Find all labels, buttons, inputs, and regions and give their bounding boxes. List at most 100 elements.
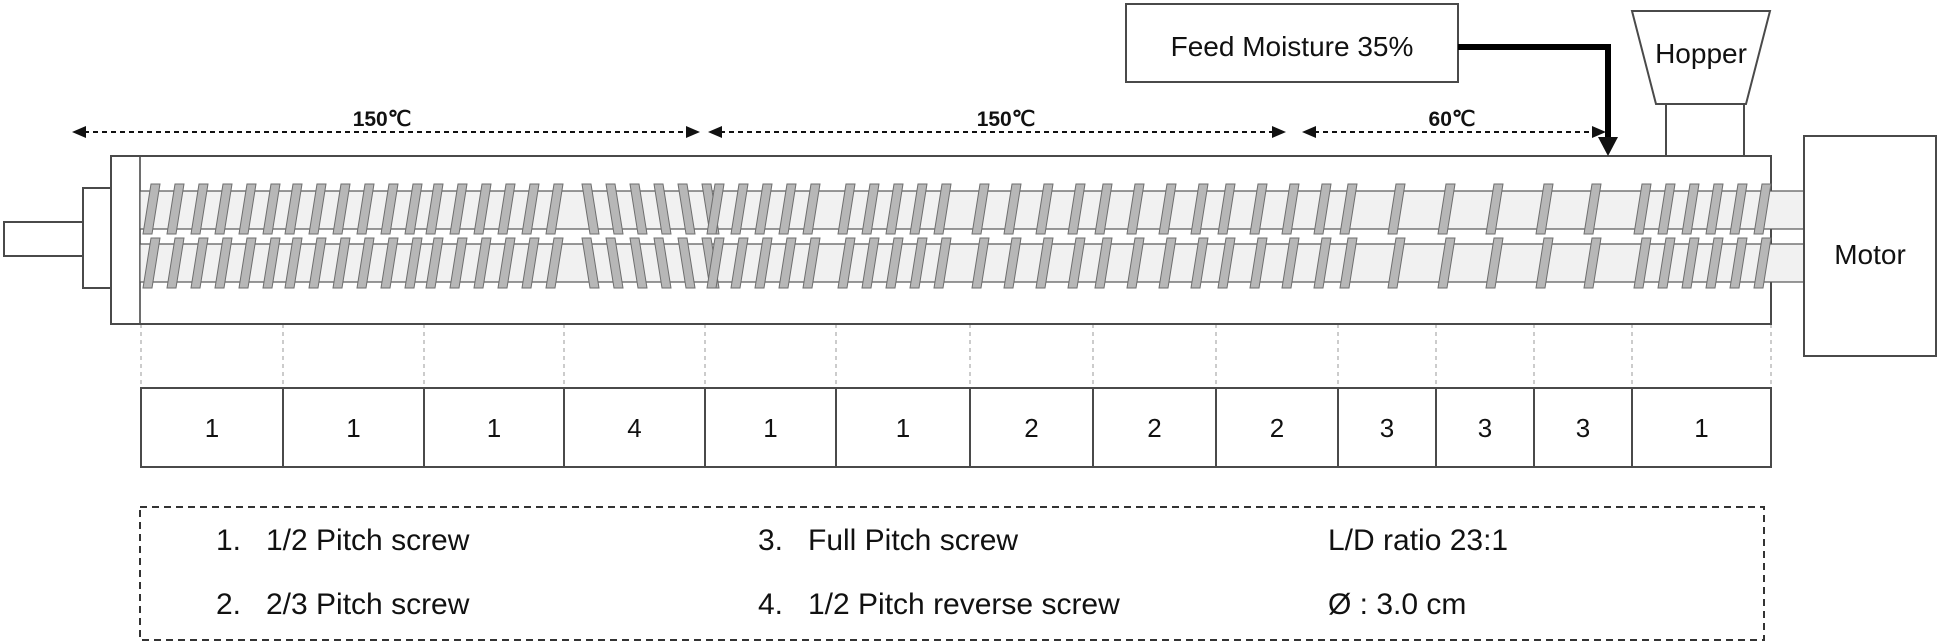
screw-flight (581, 237, 600, 289)
screw-flight (837, 237, 856, 289)
screw-flight (1339, 237, 1358, 289)
screw-flight (861, 183, 880, 235)
screw-flight (449, 237, 468, 289)
screw-flight (885, 183, 904, 235)
screw-flight (1485, 237, 1504, 289)
screw-flight (1126, 183, 1145, 235)
screw-flight (1281, 237, 1300, 289)
segment-7-type: 2 (1024, 413, 1038, 443)
zone-2-arrow-right (1272, 126, 1286, 138)
screw-flight (971, 237, 990, 289)
segment-6-type: 1 (896, 413, 910, 443)
screw-flight (190, 183, 209, 235)
screw-flight (1753, 237, 1772, 289)
screw-flight (754, 183, 773, 235)
screw-flight (629, 183, 648, 235)
screw-flight (238, 237, 257, 289)
screw-flight (190, 237, 209, 289)
screw-flight (730, 183, 749, 235)
segment-9-type: 2 (1270, 413, 1284, 443)
screw-flight (166, 237, 185, 289)
screw-flight (605, 237, 624, 289)
hopper-neck (1665, 103, 1745, 157)
screw-flight (166, 183, 185, 235)
screw-flight (1249, 183, 1268, 235)
screw-flight (1657, 237, 1676, 289)
screw-flight (1281, 183, 1300, 235)
screw-flight (545, 237, 564, 289)
screw-flight (473, 237, 492, 289)
legend-item-1-number: 1. (216, 524, 241, 557)
screw-flight (1339, 183, 1358, 235)
legend-item-4-text: 1/2 Pitch reverse screw (808, 588, 1120, 621)
screw-flight (909, 237, 928, 289)
screw-flight (449, 183, 468, 235)
screw-flight (497, 237, 516, 289)
screw-flight (706, 183, 725, 235)
legend: 1. 1/2 Pitch screw 2. 2/3 Pitch screw 3.… (216, 524, 1508, 621)
screw-flight (1705, 237, 1724, 289)
zone-1-temperature: 150℃ (353, 108, 412, 131)
screw-flight (214, 237, 233, 289)
screw-flight (861, 237, 880, 289)
screw-flight (653, 237, 672, 289)
segment-10-type: 3 (1380, 413, 1394, 443)
segment-11-type: 3 (1478, 413, 1492, 443)
screw-flight (933, 183, 952, 235)
feed-moisture-box (1125, 3, 1459, 83)
zone-2-temperature: 150℃ (977, 108, 1036, 131)
screw-flight (1217, 183, 1236, 235)
screw-flight (262, 237, 281, 289)
screw-flight (1003, 237, 1022, 289)
screw-flight (1583, 183, 1602, 235)
screw-flight (1313, 237, 1332, 289)
screw-flight (284, 183, 303, 235)
screw-flight (238, 183, 257, 235)
screw-flight (754, 237, 773, 289)
screw-flight (404, 237, 423, 289)
zone-3-arrow-left (1302, 126, 1316, 138)
screw-flight (262, 183, 281, 235)
barrel (110, 155, 1772, 325)
zone-2: 150℃ (708, 108, 1286, 138)
legend-ld-ratio: L/D ratio 23:1 (1328, 524, 1508, 557)
screw-flight (308, 237, 327, 289)
screw-flight (1035, 237, 1054, 289)
screw-flight (1387, 237, 1406, 289)
screw-flight (380, 183, 399, 235)
segment-4-type: 4 (627, 413, 641, 443)
zone-1-arrow-left (72, 126, 86, 138)
screw-flight (380, 237, 399, 289)
screw-flight (1249, 237, 1268, 289)
screw-flight (1094, 237, 1113, 289)
motor (1803, 135, 1937, 357)
screw-flight (1633, 237, 1652, 289)
screw-flight (1535, 183, 1554, 235)
screw-flight (1003, 183, 1022, 235)
hopper-label: Hopper (1655, 38, 1747, 69)
screw-flight (308, 183, 327, 235)
screw-flight (677, 183, 696, 235)
screw-flight (1729, 237, 1748, 289)
screw-flight (1583, 237, 1602, 289)
legend-item-1-text: 1/2 Pitch screw (266, 524, 470, 557)
screw-flight (581, 183, 600, 235)
screw-flight (1535, 237, 1554, 289)
segment-13-type: 1 (1694, 413, 1708, 443)
zone-3-arrow-right (1592, 126, 1606, 138)
screw-flight (332, 183, 351, 235)
screw-flight (1387, 183, 1406, 235)
segment-3-type: 1 (487, 413, 501, 443)
motor-label: Motor (1834, 239, 1906, 270)
legend-item-4-number: 4. (758, 588, 783, 621)
screw-flight (284, 237, 303, 289)
screw-flight (933, 237, 952, 289)
screw-flight (1657, 183, 1676, 235)
screw-flight (1753, 183, 1772, 235)
screw-flight (1217, 237, 1236, 289)
zone-1-arrow-right (686, 126, 700, 138)
screw-flight (1094, 183, 1113, 235)
screw-flight (1633, 183, 1652, 235)
